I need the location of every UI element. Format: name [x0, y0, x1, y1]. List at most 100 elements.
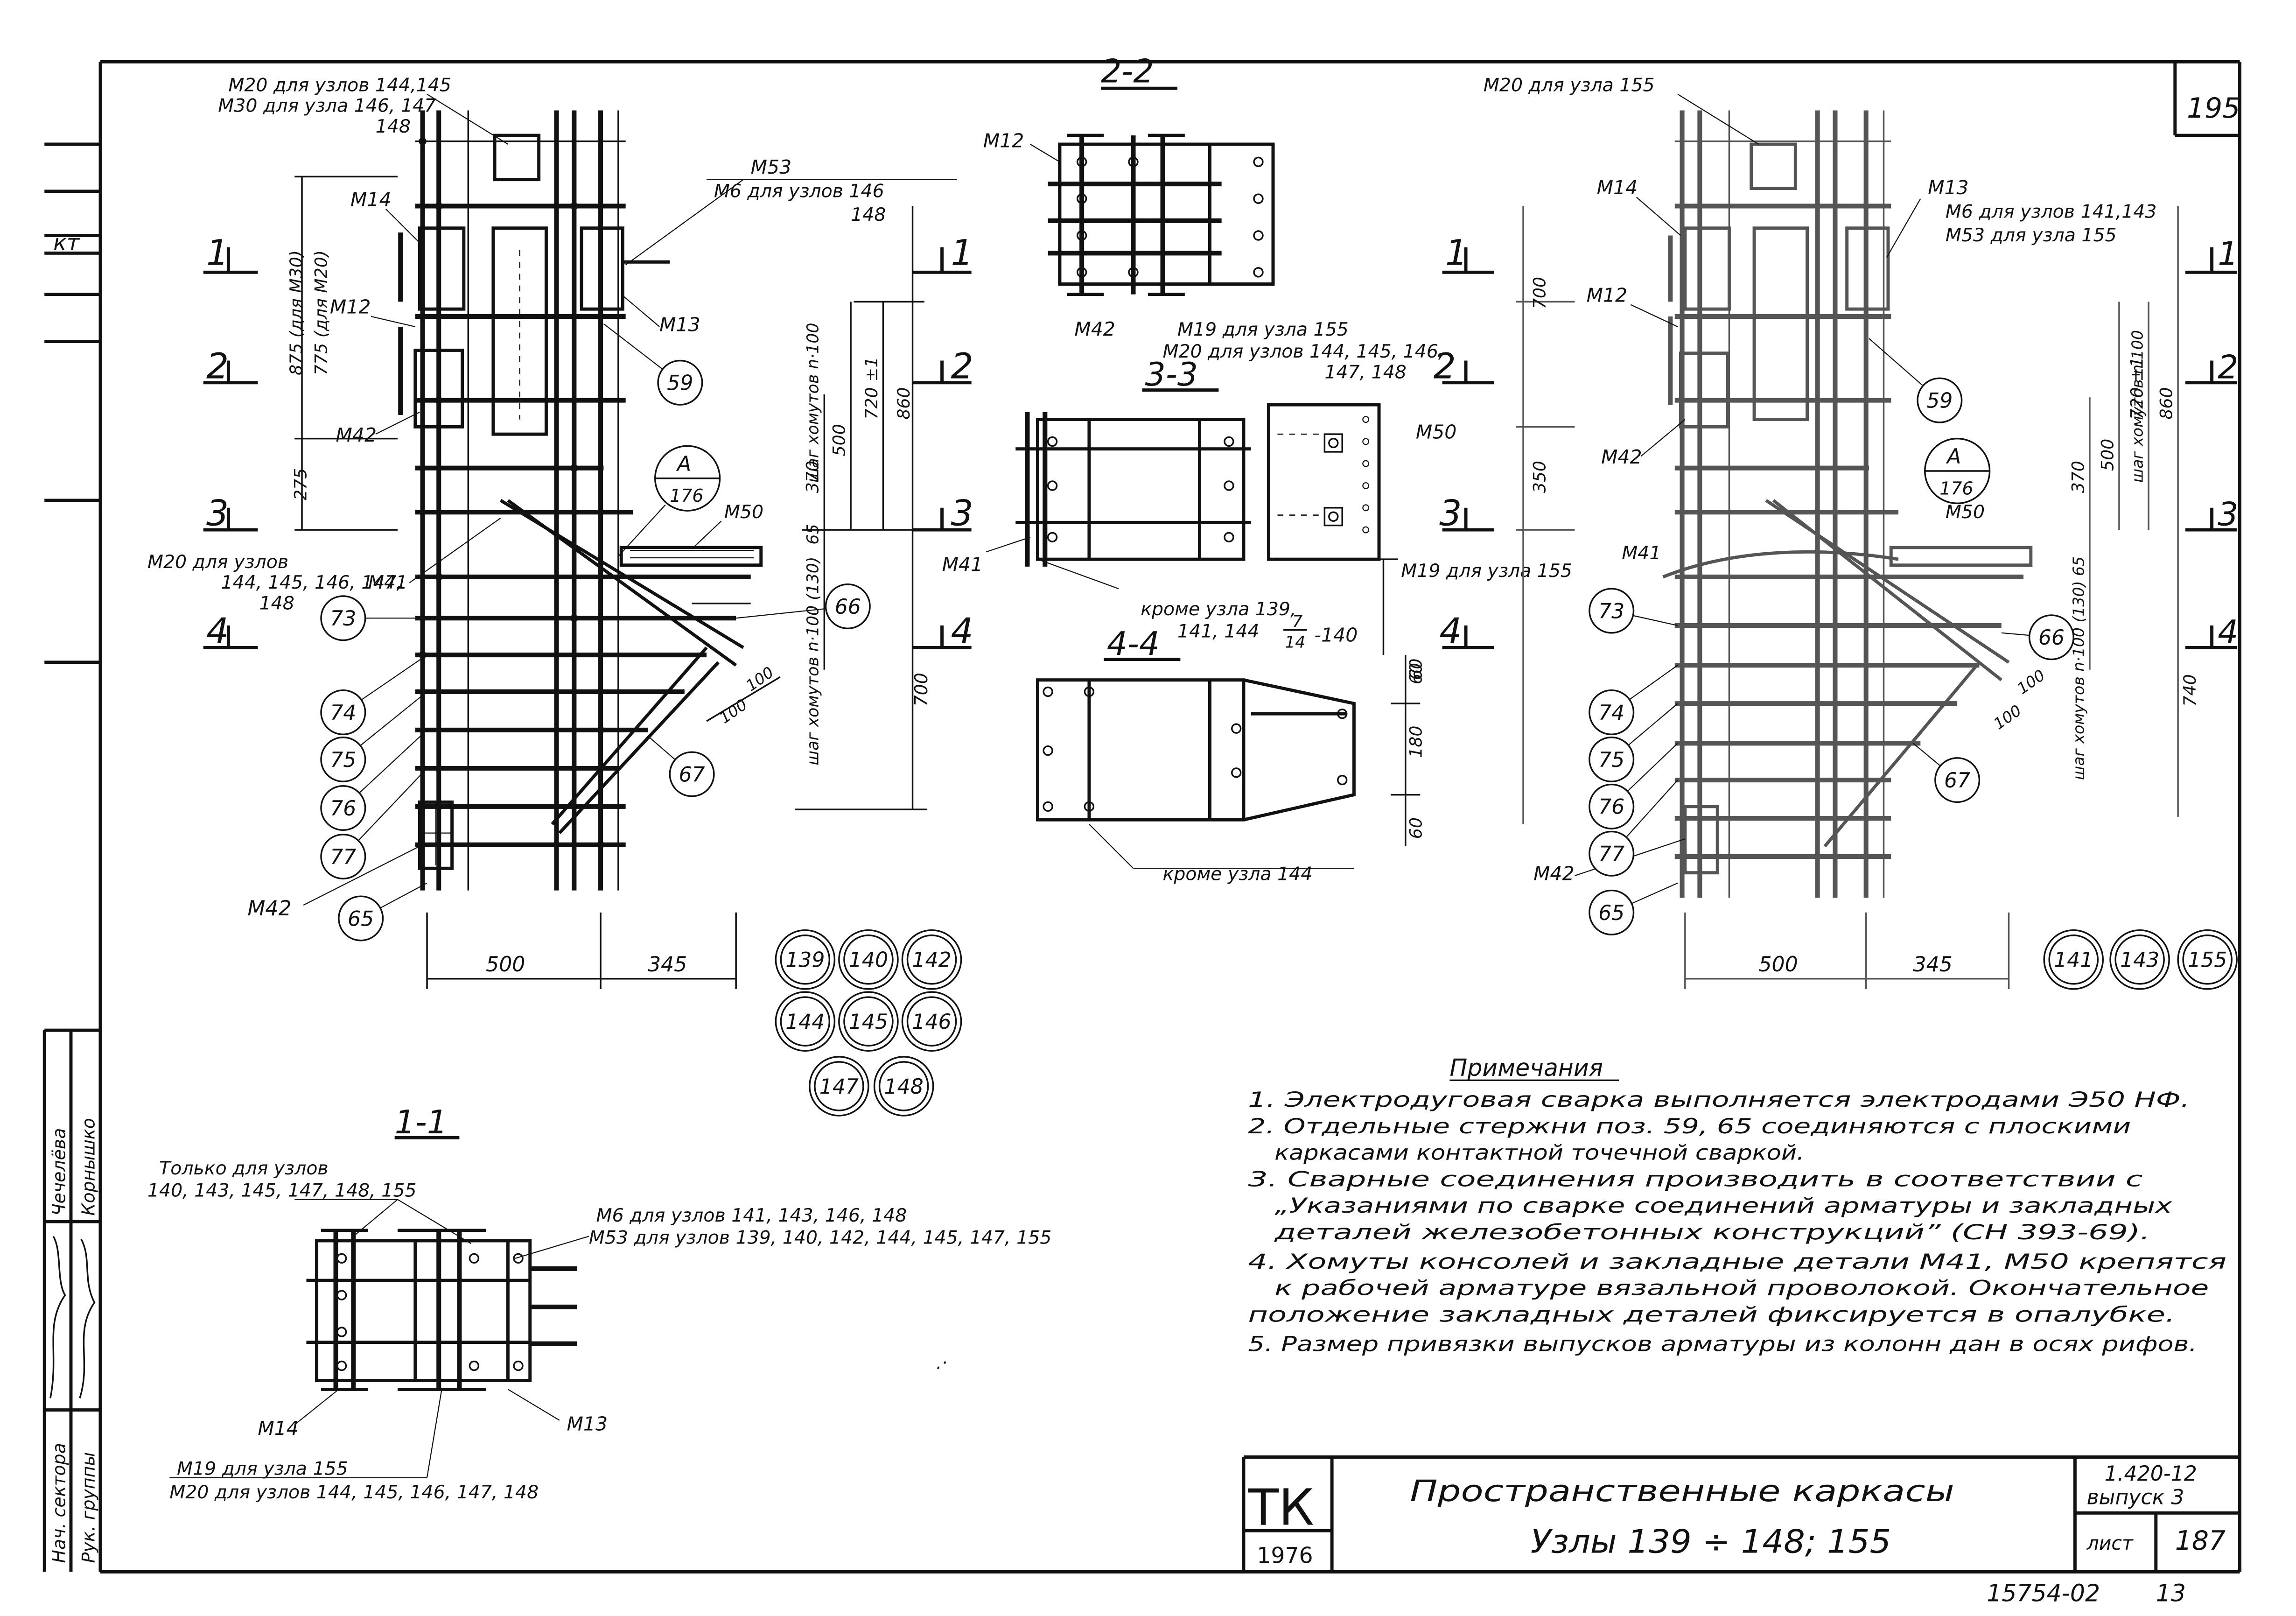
- cut-label-3-right: 3: [1439, 493, 1462, 534]
- stamp-top: ТК: [1247, 1479, 1314, 1537]
- left-dim-775: 775 (для М20): [311, 250, 331, 375]
- position-bubble-right-67-label: 67: [1944, 769, 1970, 793]
- left-m42: М42: [336, 424, 377, 446]
- detail-letter-left: А: [676, 452, 691, 476]
- s44-dim-180: 180: [1406, 726, 1426, 758]
- node-right-143-inner-circle: [2114, 934, 2165, 985]
- right-dim-500: 500: [2097, 439, 2117, 471]
- left-dim-860: 860: [894, 387, 914, 419]
- left-dim-100b: 100: [742, 663, 777, 695]
- position-bubble-right-73-label: 73: [1598, 599, 1624, 623]
- left-m20-leader: [427, 93, 509, 145]
- left-m12: М12: [330, 296, 371, 318]
- position-bubble-59-label: 59: [667, 372, 693, 395]
- left-m41: М41: [368, 572, 407, 593]
- position-bubble-right-59: 59: [1917, 377, 1963, 423]
- s44-except-144: кроме узла 144: [1163, 863, 1313, 885]
- right-m20-leader: [1677, 93, 1759, 145]
- left-dim-700: 700: [911, 673, 931, 706]
- node-139-label: 139: [785, 949, 825, 972]
- s33-frac-den: 14: [1285, 633, 1305, 652]
- sheet-value: 187: [2175, 1525, 2226, 1556]
- position-bubble-67-label: 67: [679, 763, 705, 787]
- left-m53: М53: [751, 156, 791, 178]
- sheet-label: лист: [2086, 1532, 2134, 1554]
- node-146: 146: [901, 991, 962, 1052]
- left-m13-leader: [621, 294, 660, 327]
- stamp-year: 1976: [1257, 1543, 1313, 1568]
- left-dim-370: 370: [803, 461, 823, 493]
- issue-number: выпуск 3: [2087, 1485, 2184, 1509]
- node-right-141-inner-circle: [2048, 934, 2099, 985]
- note-2a: 2. Отдельные стержни поз. 59, 65 соединя…: [1248, 1115, 2131, 1138]
- note-4a: 4. Хомуты консолей и закладные детали М4…: [1248, 1250, 2226, 1274]
- node-139-inner-circle: [780, 934, 831, 985]
- sheet-number: 195: [2187, 92, 2240, 125]
- left-148b: 148: [851, 204, 886, 225]
- section-4-4-label: 4-4: [1107, 625, 1160, 663]
- cut-label-2-far: 2: [2218, 349, 2238, 386]
- cut-marks-left: [203, 247, 972, 649]
- right-dim-860: 860: [2156, 387, 2176, 419]
- note-3c: деталей железобетонных конструкций” (СН …: [1274, 1221, 2150, 1244]
- node-148-label: 148: [884, 1075, 923, 1099]
- right-dim-350: 350: [1529, 461, 1549, 493]
- title-line-1: Пространственные каркасы: [1410, 1474, 1954, 1508]
- position-bubble-right-67: 67: [1934, 757, 1981, 803]
- s22-m20-a: М20 для узлов 144, 145, 146,: [1163, 341, 1444, 362]
- left-step-a: шаг хомутов n·100: [804, 323, 823, 483]
- right-m42-leader: [1640, 419, 1686, 457]
- node-144-inner-circle: [780, 996, 831, 1047]
- right-m53-155: М53 для узла 155: [1946, 225, 2117, 246]
- node-146-label: 146: [912, 1010, 951, 1034]
- position-bubble-right-76-label: 76: [1598, 795, 1624, 819]
- right-m42-bottom: М42: [1533, 862, 1574, 885]
- left-dim-720: 720 ±1: [861, 357, 882, 419]
- position-bubble-77: 77: [320, 834, 366, 880]
- left-m30-146-147: М30 для узла 146, 147: [218, 95, 436, 117]
- left-m41-leader: [409, 517, 501, 583]
- detail-ref-right: [1924, 437, 1991, 505]
- cut-label-4-left: 4: [206, 611, 229, 652]
- right-dim-700a: 700: [1529, 277, 1549, 309]
- node-142-inner-circle: [906, 934, 957, 985]
- right-m50: М50: [1946, 501, 1985, 523]
- title-block: [1242, 1455, 2240, 1572]
- node-145-label: 145: [849, 1010, 888, 1034]
- section-3-3: [986, 388, 1399, 655]
- left-dim-345: 345: [648, 953, 687, 977]
- position-bubble-74: 74: [320, 689, 366, 736]
- s33-frac-tail: -140: [1314, 624, 1358, 646]
- left-m42-bottom-leader: [303, 845, 420, 906]
- position-bubble-76: 76: [320, 785, 366, 831]
- note-4c: положение закладных деталей фиксируется …: [1248, 1303, 2175, 1327]
- left-m20-144-145: М20 для узлов 144,145: [228, 74, 451, 96]
- left-m50-leader: [691, 520, 722, 549]
- cut-label-3-mid: 3: [951, 493, 973, 534]
- right-dim-345: 345: [1913, 953, 1953, 977]
- sheet-number-box: [2173, 62, 2240, 137]
- detail-sheet-left: 176: [670, 485, 703, 506]
- s11-m13: М13: [567, 1413, 608, 1435]
- position-bubble-right-59-label: 59: [1926, 389, 1953, 413]
- detail-letter-right: А: [1946, 445, 1961, 469]
- s44-dim-60b: 60: [1406, 659, 1426, 680]
- right-dim-500h: 500: [1758, 953, 1798, 977]
- node-140-inner-circle: [843, 934, 894, 985]
- cut-label-1-right: 1: [1445, 232, 1468, 274]
- s22-m19: М19 для узла 155: [1177, 319, 1349, 340]
- title-line-2: Узлы 139 ÷ 148; 155: [1531, 1523, 1891, 1560]
- note-5: 5. Размер привязки выпусков арматуры из …: [1248, 1332, 2197, 1356]
- left-dim-100a: 100: [716, 696, 750, 727]
- position-bubble-65-circle: [338, 895, 384, 941]
- position-bubble-73-label: 73: [330, 607, 356, 631]
- right-dim-100b: 100: [2014, 666, 2048, 698]
- cut-label-1-left: 1: [206, 232, 229, 274]
- position-bubble-75-label: 75: [330, 748, 356, 772]
- left-m14-leader: [385, 208, 420, 244]
- s11-only-a: Только для узлов: [159, 1158, 329, 1179]
- position-bubble-right-74-label: 74: [1598, 701, 1624, 725]
- left-elevation: [294, 110, 928, 989]
